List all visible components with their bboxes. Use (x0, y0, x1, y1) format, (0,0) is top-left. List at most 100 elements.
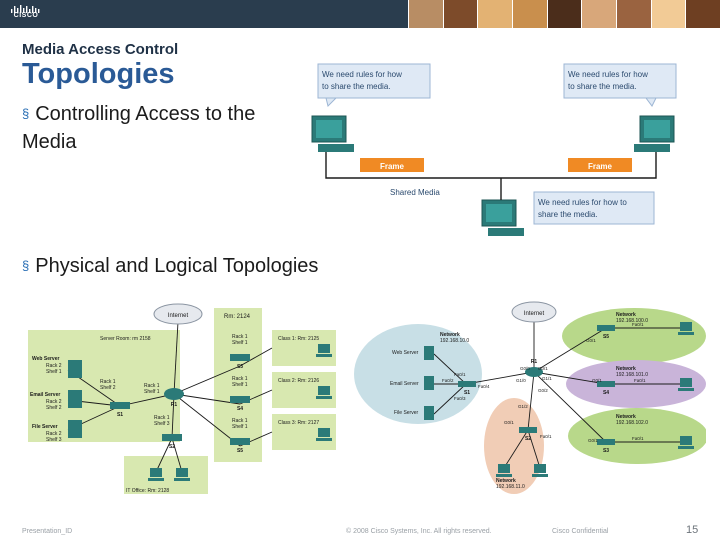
rack-label: Shelf 1 (232, 424, 248, 430)
bullet-item: §Controlling Access to the Media (22, 101, 282, 155)
server-room (28, 330, 180, 442)
switch-icon: S1 (110, 402, 130, 418)
pc-icon (532, 464, 548, 477)
network-address: 192.168.100.0 (616, 318, 648, 324)
switch-icon: S5 (230, 438, 250, 454)
header-photo (546, 0, 582, 28)
room-label: Class 2: Rm: 2126 (278, 378, 319, 384)
network-address: 192.168.11.0 (496, 484, 525, 490)
interface-label: G1/2 (518, 404, 528, 409)
cisco-logo (11, 5, 40, 13)
router-icon: R1 (164, 388, 184, 408)
bubble-text: We need rules for how to (538, 198, 627, 207)
bullet-square-icon: § (22, 258, 30, 273)
room-label: IT Office: Rm: 2128 (126, 488, 169, 494)
svg-text:S3: S3 (603, 448, 609, 454)
cabling (433, 320, 684, 469)
switch-icon: S1 (458, 381, 476, 396)
svg-text:S3: S3 (237, 364, 243, 370)
rack-label: Shelf 3 (154, 421, 170, 427)
interface-label: G0/1 (592, 378, 602, 383)
bullet-item: § Physical and Logical Topologies (22, 253, 402, 281)
header-photo (442, 0, 478, 28)
slide-subtitle: Media Access Control (22, 41, 179, 58)
svg-text:Web Server: Web Server (32, 356, 59, 362)
header-photo (512, 0, 547, 28)
pc-icon (148, 468, 164, 481)
shared-media-diagram: We need rules for how to share the media… (311, 63, 677, 236)
rack-label: Shelf 2 (100, 385, 116, 391)
bubble-text: to share the media. (568, 82, 636, 91)
interface-label: Fa0/1 (632, 322, 644, 327)
photo-strip (408, 0, 720, 28)
shared-media-bus (325, 152, 657, 200)
switch-icon: S4 (597, 381, 615, 396)
interface-label: G0/2 (538, 388, 548, 393)
bubble-text: We need rules for how (568, 70, 648, 79)
network-address: 192.168.10.0 (440, 338, 469, 344)
bullet-text: Physical and Logical Topologies (35, 255, 319, 277)
svg-text:R1: R1 (531, 359, 538, 365)
interface-label: G0/1 (504, 420, 514, 425)
physical-topology-diagram: Rm: 2124 Server Room: rm 2158 Class 1: R… (28, 303, 336, 494)
svg-text:Internet: Internet (524, 311, 545, 317)
header-photo (616, 0, 651, 28)
svg-text:S5: S5 (603, 334, 609, 340)
svg-text:File Server: File Server (394, 410, 419, 416)
header-photo (408, 0, 443, 28)
internet-cloud-icon: Internet (153, 303, 203, 325)
network-label: Network (616, 366, 636, 372)
interface-label: Fa0/1 (634, 378, 646, 383)
pc-icon (496, 464, 512, 477)
network-address: 192.168.101.0 (616, 372, 648, 378)
shared-media-label: Shared Media (390, 188, 440, 197)
rack-label: Rack 1 (232, 418, 248, 424)
pc-icon (316, 344, 332, 357)
interface-label: G0/0 (520, 366, 530, 371)
room-label: Class 3: Rm: 2127 (278, 420, 319, 426)
switch-icon: S4 (230, 396, 250, 412)
network-label: Network (440, 332, 460, 338)
svg-text:S1: S1 (117, 412, 123, 418)
email-server-icon: Email Server Rack 2 Shelf 2 (30, 390, 82, 411)
room-label: Server Room: rm 2158 (100, 336, 151, 342)
network-label: Network (616, 312, 636, 318)
svg-text:S4: S4 (603, 390, 609, 396)
slide-title: Topologies (22, 58, 175, 90)
pc-icon (316, 428, 332, 441)
svg-text:Shelf 2: Shelf 2 (46, 405, 62, 411)
interface-label: G0/1 (538, 366, 548, 371)
pc-icon (678, 322, 694, 335)
interface-label: G1/0 (516, 378, 526, 383)
rack-label: Rack 1 (154, 415, 170, 421)
file-server-icon: File Server (394, 406, 434, 420)
speech-bubble-right: We need rules for how to share the media… (563, 63, 677, 107)
pc-icon (634, 115, 675, 152)
rack-label: Shelf 1 (232, 340, 248, 346)
svg-text:Email Server: Email Server (390, 381, 419, 387)
svg-text:Web Server: Web Server (392, 350, 419, 356)
svg-text:S5: S5 (237, 448, 243, 454)
network-label: Network (616, 414, 636, 420)
switch-icon: S2 (162, 434, 182, 450)
header-photo (685, 0, 720, 28)
logical-topology-diagram: Internet Network 192.168.10.0 Network 19… (354, 301, 706, 494)
page-number: 15 (686, 524, 699, 536)
svg-text:Frame: Frame (588, 162, 613, 171)
logo-text: CISCO (13, 12, 39, 19)
pc-icon (316, 386, 332, 399)
closet-room (214, 308, 262, 462)
interface-label: Fa0/1 (632, 436, 644, 441)
lan-ellipse (562, 308, 706, 364)
svg-text:File Server: File Server (32, 424, 58, 430)
svg-text:S2: S2 (525, 436, 531, 442)
svg-text:Rack 2: Rack 2 (46, 363, 62, 369)
footer-confidential: Cisco Confidential (552, 528, 609, 535)
header-photo (581, 0, 617, 28)
switch-icon: S2 (519, 427, 537, 442)
frame-left: Frame (360, 158, 424, 172)
interface-label: Fa0/2 (442, 378, 454, 383)
svg-text:Shelf 3: Shelf 3 (46, 437, 62, 443)
svg-text:Rack 2: Rack 2 (46, 431, 62, 437)
interface-label: G1/1 (542, 376, 552, 381)
